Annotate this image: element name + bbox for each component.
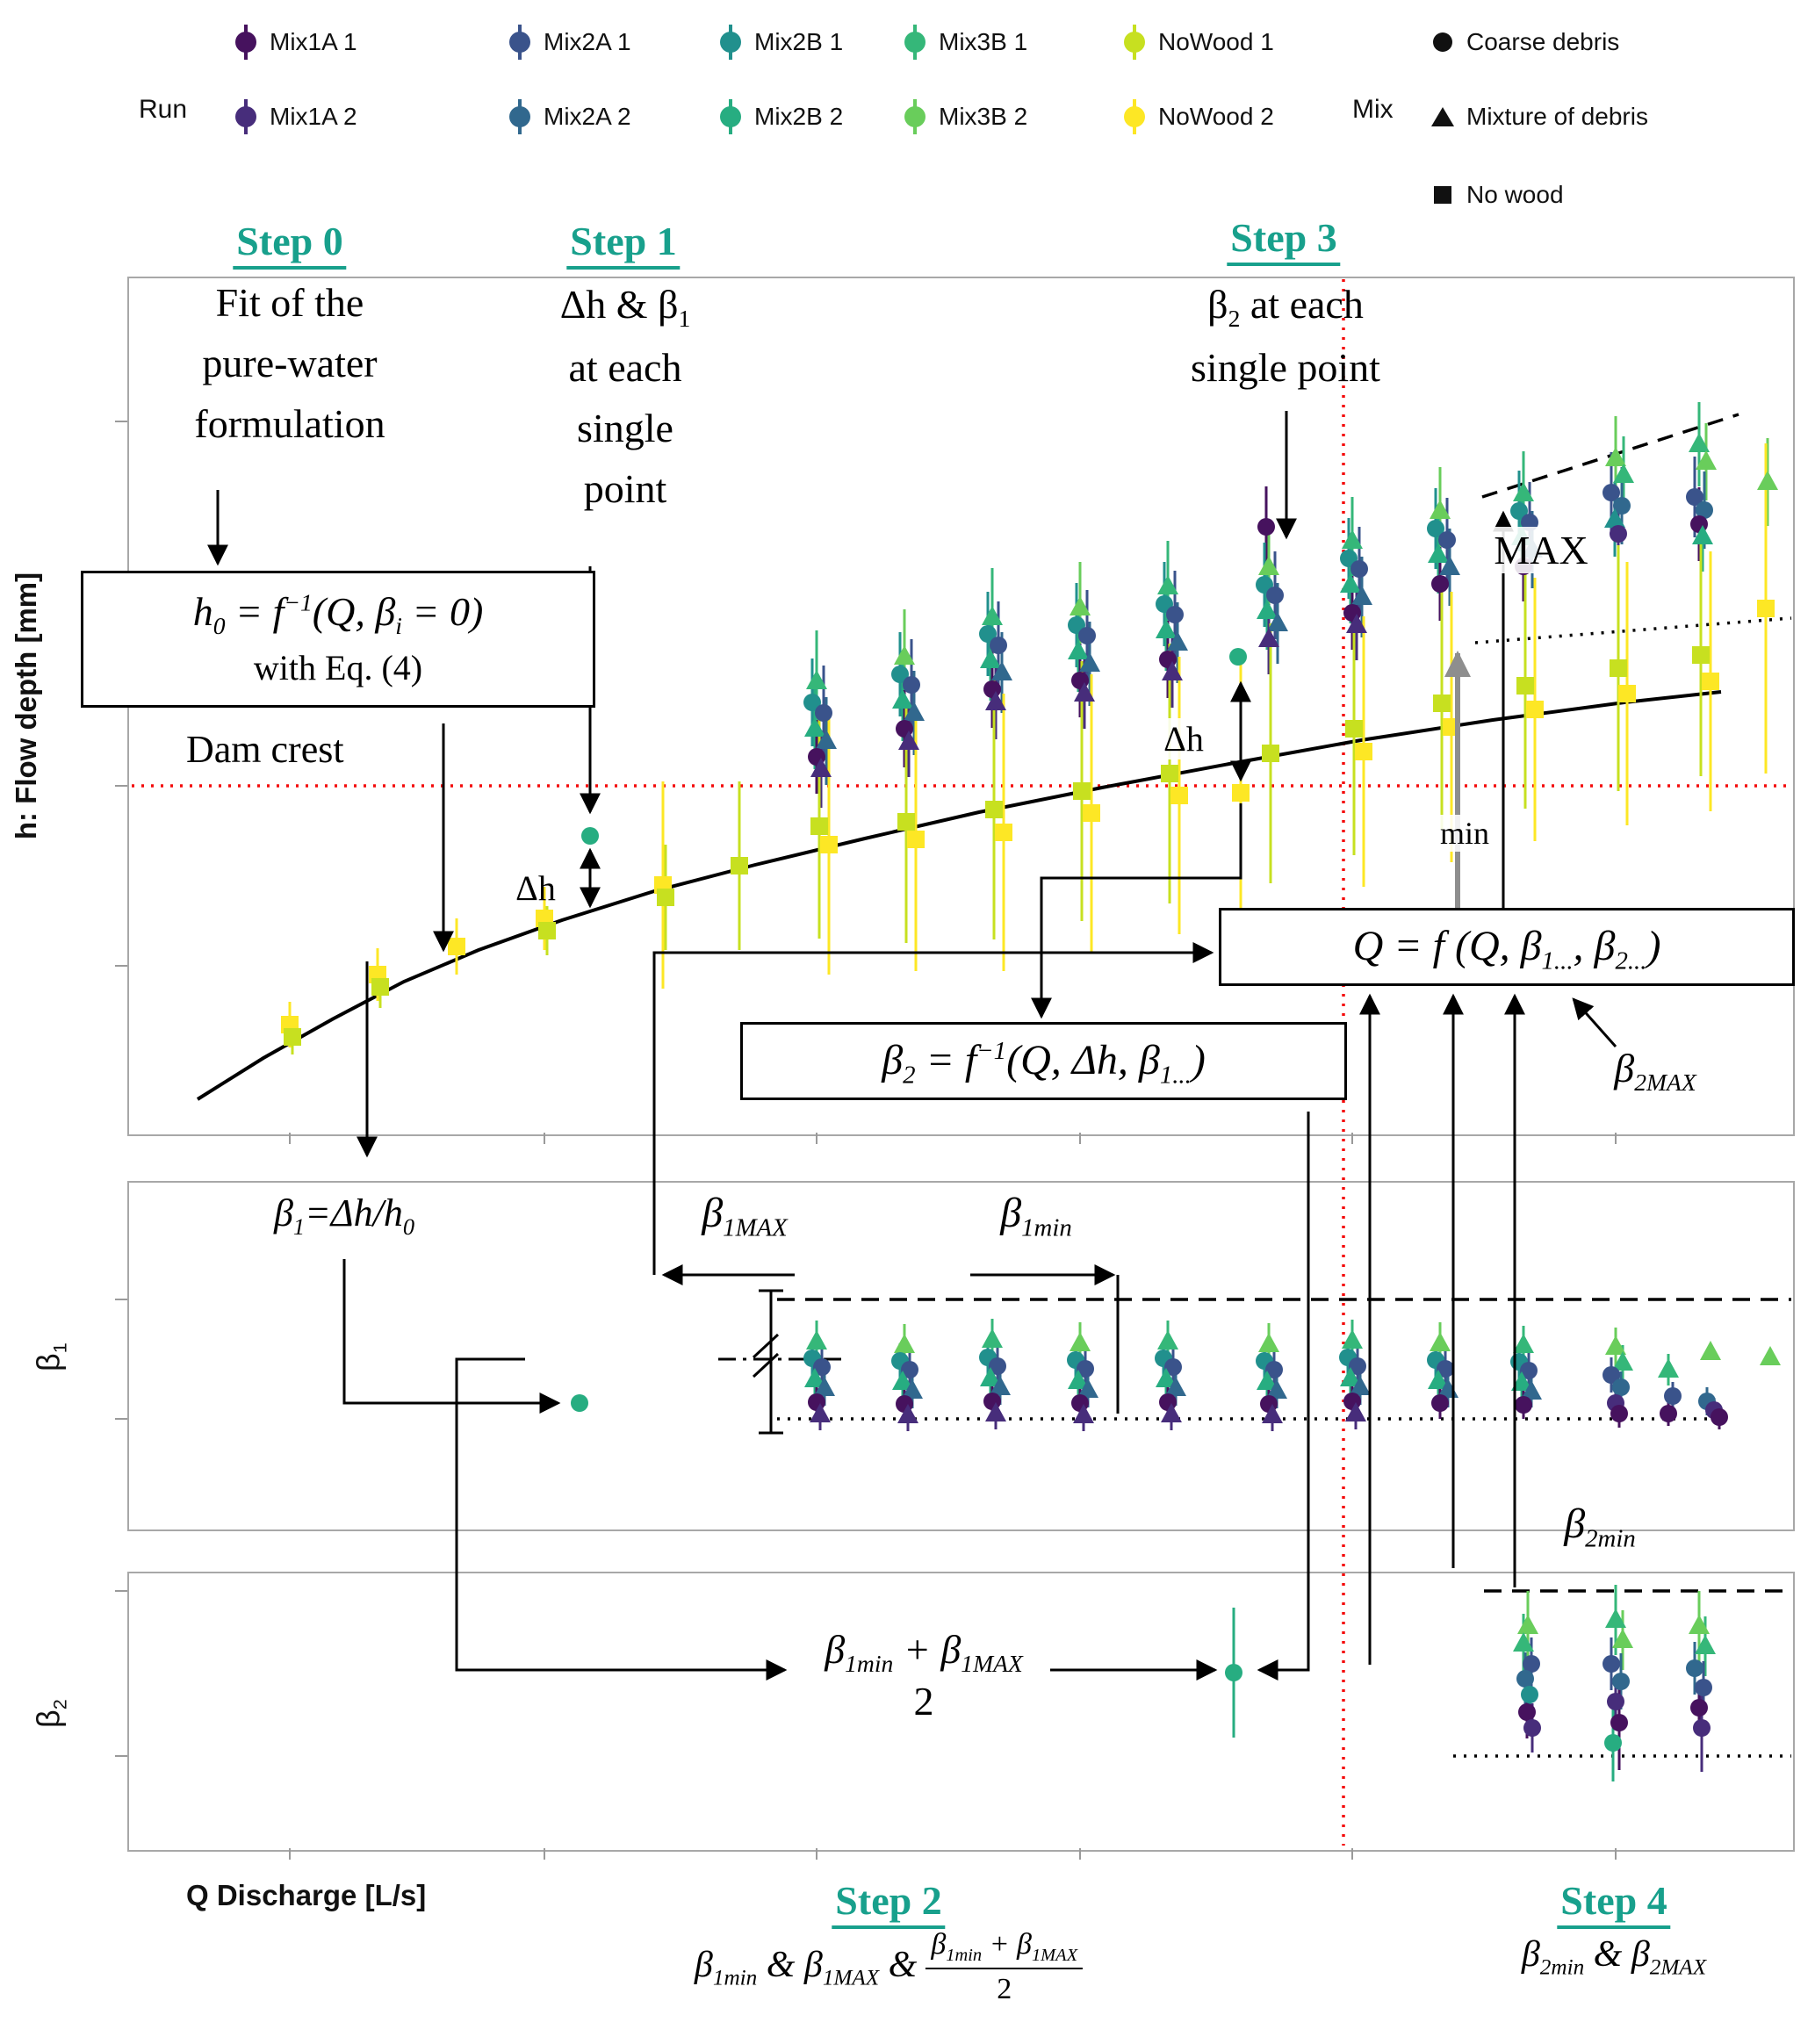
step4-heading: Step 4 bbox=[1557, 1877, 1671, 1929]
legend-run-mix2a-1: Mix2A 1 bbox=[508, 23, 631, 61]
legend-run-item-label: Mix3B 1 bbox=[939, 28, 1028, 55]
legend-mix-label: Mix bbox=[1352, 95, 1394, 124]
legend-run-item-label: Mix1A 1 bbox=[270, 28, 357, 55]
annotation-step1: Δh & β1 at each single point bbox=[560, 274, 691, 519]
step4-formula-text: β2min & β2MAX bbox=[1521, 1934, 1707, 1980]
legend-mix-coarse-debris: Coarse debris bbox=[1431, 23, 1619, 61]
legend-run-item-label: Mix2A 2 bbox=[544, 103, 631, 130]
equation-h0-box: h0 = f−1(Q, βi = 0) with Eq. (4) bbox=[81, 571, 595, 708]
annotation-line: β2 at each bbox=[1207, 282, 1364, 333]
y-axis-label-main: h: Flow depth [mm] bbox=[10, 572, 42, 840]
step3-heading: Step 3 bbox=[1227, 214, 1341, 266]
y-axis-label-beta1: β1 bbox=[30, 1342, 71, 1371]
legend-run-item-label: Mix3B 2 bbox=[939, 103, 1028, 130]
run-marker-icon bbox=[1123, 97, 1146, 136]
fraction-numerator: β1min + β1MAX bbox=[825, 1627, 1023, 1678]
run-marker-icon bbox=[1123, 23, 1146, 61]
legend-run-label: Run bbox=[139, 95, 188, 124]
legend-run-mix2b-1: Mix2B 1 bbox=[719, 23, 843, 61]
equation-q-box: Q = f (Q, β1..., β2...) bbox=[1219, 908, 1795, 986]
annotation-line: at each bbox=[568, 344, 682, 390]
step1-heading: Step 1 bbox=[566, 218, 681, 270]
run-marker-icon bbox=[508, 23, 531, 61]
min-label: min bbox=[1434, 815, 1495, 852]
legend-run-item-label: Mix2A 1 bbox=[544, 28, 631, 55]
legend-run-mix1a-1: Mix1A 1 bbox=[234, 23, 357, 61]
equation-h0-note: with Eq. (4) bbox=[253, 647, 423, 687]
legend-mix-item-label: Coarse debris bbox=[1466, 28, 1620, 55]
legend-run-item-label: NoWood 2 bbox=[1158, 103, 1274, 130]
legend-mix-item-label: Mixture of debris bbox=[1466, 103, 1648, 130]
legend-run-item-label: Mix2B 2 bbox=[754, 103, 844, 130]
annotation-step3: β2 at each single point bbox=[1191, 274, 1380, 398]
max-label: MAX bbox=[1488, 527, 1594, 573]
equation-beta2: β2 = f−1(Q, Δh, β1...) bbox=[882, 1037, 1206, 1090]
square-marker-icon bbox=[1431, 186, 1454, 204]
step2-formula-fraction: β1min + β1MAX 2 bbox=[926, 1928, 1084, 2006]
legend-run-item-label: Mix1A 2 bbox=[270, 103, 357, 130]
legend-run-mix3b-1: Mix3B 1 bbox=[904, 23, 1027, 61]
run-marker-icon bbox=[719, 97, 742, 136]
dam-crest-label: Dam crest bbox=[186, 728, 344, 771]
legend-mix-mixture-of-debris: Mixture of debris bbox=[1431, 97, 1648, 136]
run-marker-icon bbox=[904, 97, 926, 136]
annotation-line: Fit of the bbox=[215, 280, 364, 325]
step2-heading: Step 2 bbox=[832, 1877, 946, 1929]
step2-fraction-denominator: 2 bbox=[997, 1972, 1012, 2005]
legend-mix-no-wood: No wood bbox=[1431, 176, 1564, 214]
legend-run-mix1a-2: Mix1A 2 bbox=[234, 97, 357, 136]
beta1min-label: β1min bbox=[1000, 1190, 1072, 1242]
equation-h0: h0 = f−1(Q, βi = 0) bbox=[192, 588, 484, 640]
triangle-marker-icon bbox=[1431, 107, 1454, 126]
run-marker-icon bbox=[904, 23, 926, 61]
legend-run-nowood-2: NoWood 2 bbox=[1123, 97, 1274, 136]
step2-formula: β1min & β1MAX & β1min + β1MAX 2 bbox=[694, 1928, 1084, 2006]
y-axis-label-beta2: β2 bbox=[30, 1699, 71, 1728]
fraction-average-label: β1min + β1MAX 2 bbox=[825, 1626, 1023, 1724]
circle-marker-icon bbox=[1431, 32, 1454, 52]
step2-fraction-numerator: β1min + β1MAX bbox=[926, 1928, 1084, 1969]
legend-run-mix3b-2: Mix3B 2 bbox=[904, 97, 1027, 136]
fraction-denominator: 2 bbox=[913, 1679, 934, 1724]
run-marker-icon bbox=[719, 23, 742, 61]
run-marker-icon bbox=[508, 97, 531, 136]
beta2-panel bbox=[127, 1572, 1795, 1852]
equation-beta2-box: β2 = f−1(Q, Δh, β1...) bbox=[740, 1022, 1347, 1100]
delta-h-label-2: Δh bbox=[1158, 718, 1209, 759]
x-axis-label: Q Discharge [L/s] bbox=[186, 1879, 427, 1911]
legend-run-mix2a-2: Mix2A 2 bbox=[508, 97, 631, 136]
annotation-line: formulation bbox=[194, 401, 385, 446]
run-marker-icon bbox=[234, 23, 257, 61]
annotation-line: single point bbox=[1191, 344, 1380, 390]
legend-mix-item-label: No wood bbox=[1466, 181, 1564, 208]
annotation-line: single bbox=[577, 405, 673, 450]
beta1-definition-label: β1=Δh/h0 bbox=[273, 1191, 415, 1240]
annotation-line: Δh & β1 bbox=[559, 282, 691, 333]
annotation-fit-pure-water: Fit of the pure-water formulation bbox=[194, 272, 385, 454]
legend-run-item-label: NoWood 1 bbox=[1158, 28, 1274, 55]
legend-run-mix2b-2: Mix2B 2 bbox=[719, 97, 843, 136]
step4-formula: β2min & β2MAX bbox=[1522, 1933, 1706, 1980]
legend-run-item-label: Mix2B 1 bbox=[754, 28, 844, 55]
beta1max-label: β1MAX bbox=[702, 1190, 788, 1242]
annotation-line: pure-water bbox=[202, 341, 378, 385]
step0-heading: Step 0 bbox=[233, 218, 347, 270]
run-marker-icon bbox=[234, 97, 257, 136]
step2-formula-text: β1min & β1MAX & bbox=[694, 1944, 918, 1990]
beta2min-label: β2min bbox=[1564, 1501, 1636, 1553]
delta-h-label-1: Δh bbox=[515, 868, 556, 908]
beta2max-label: β2MAX bbox=[1614, 1046, 1696, 1097]
annotation-line: point bbox=[583, 465, 667, 511]
legend-run-nowood-1: NoWood 1 bbox=[1123, 23, 1274, 61]
equation-q: Q = f (Q, β1..., β2...) bbox=[1352, 923, 1661, 975]
